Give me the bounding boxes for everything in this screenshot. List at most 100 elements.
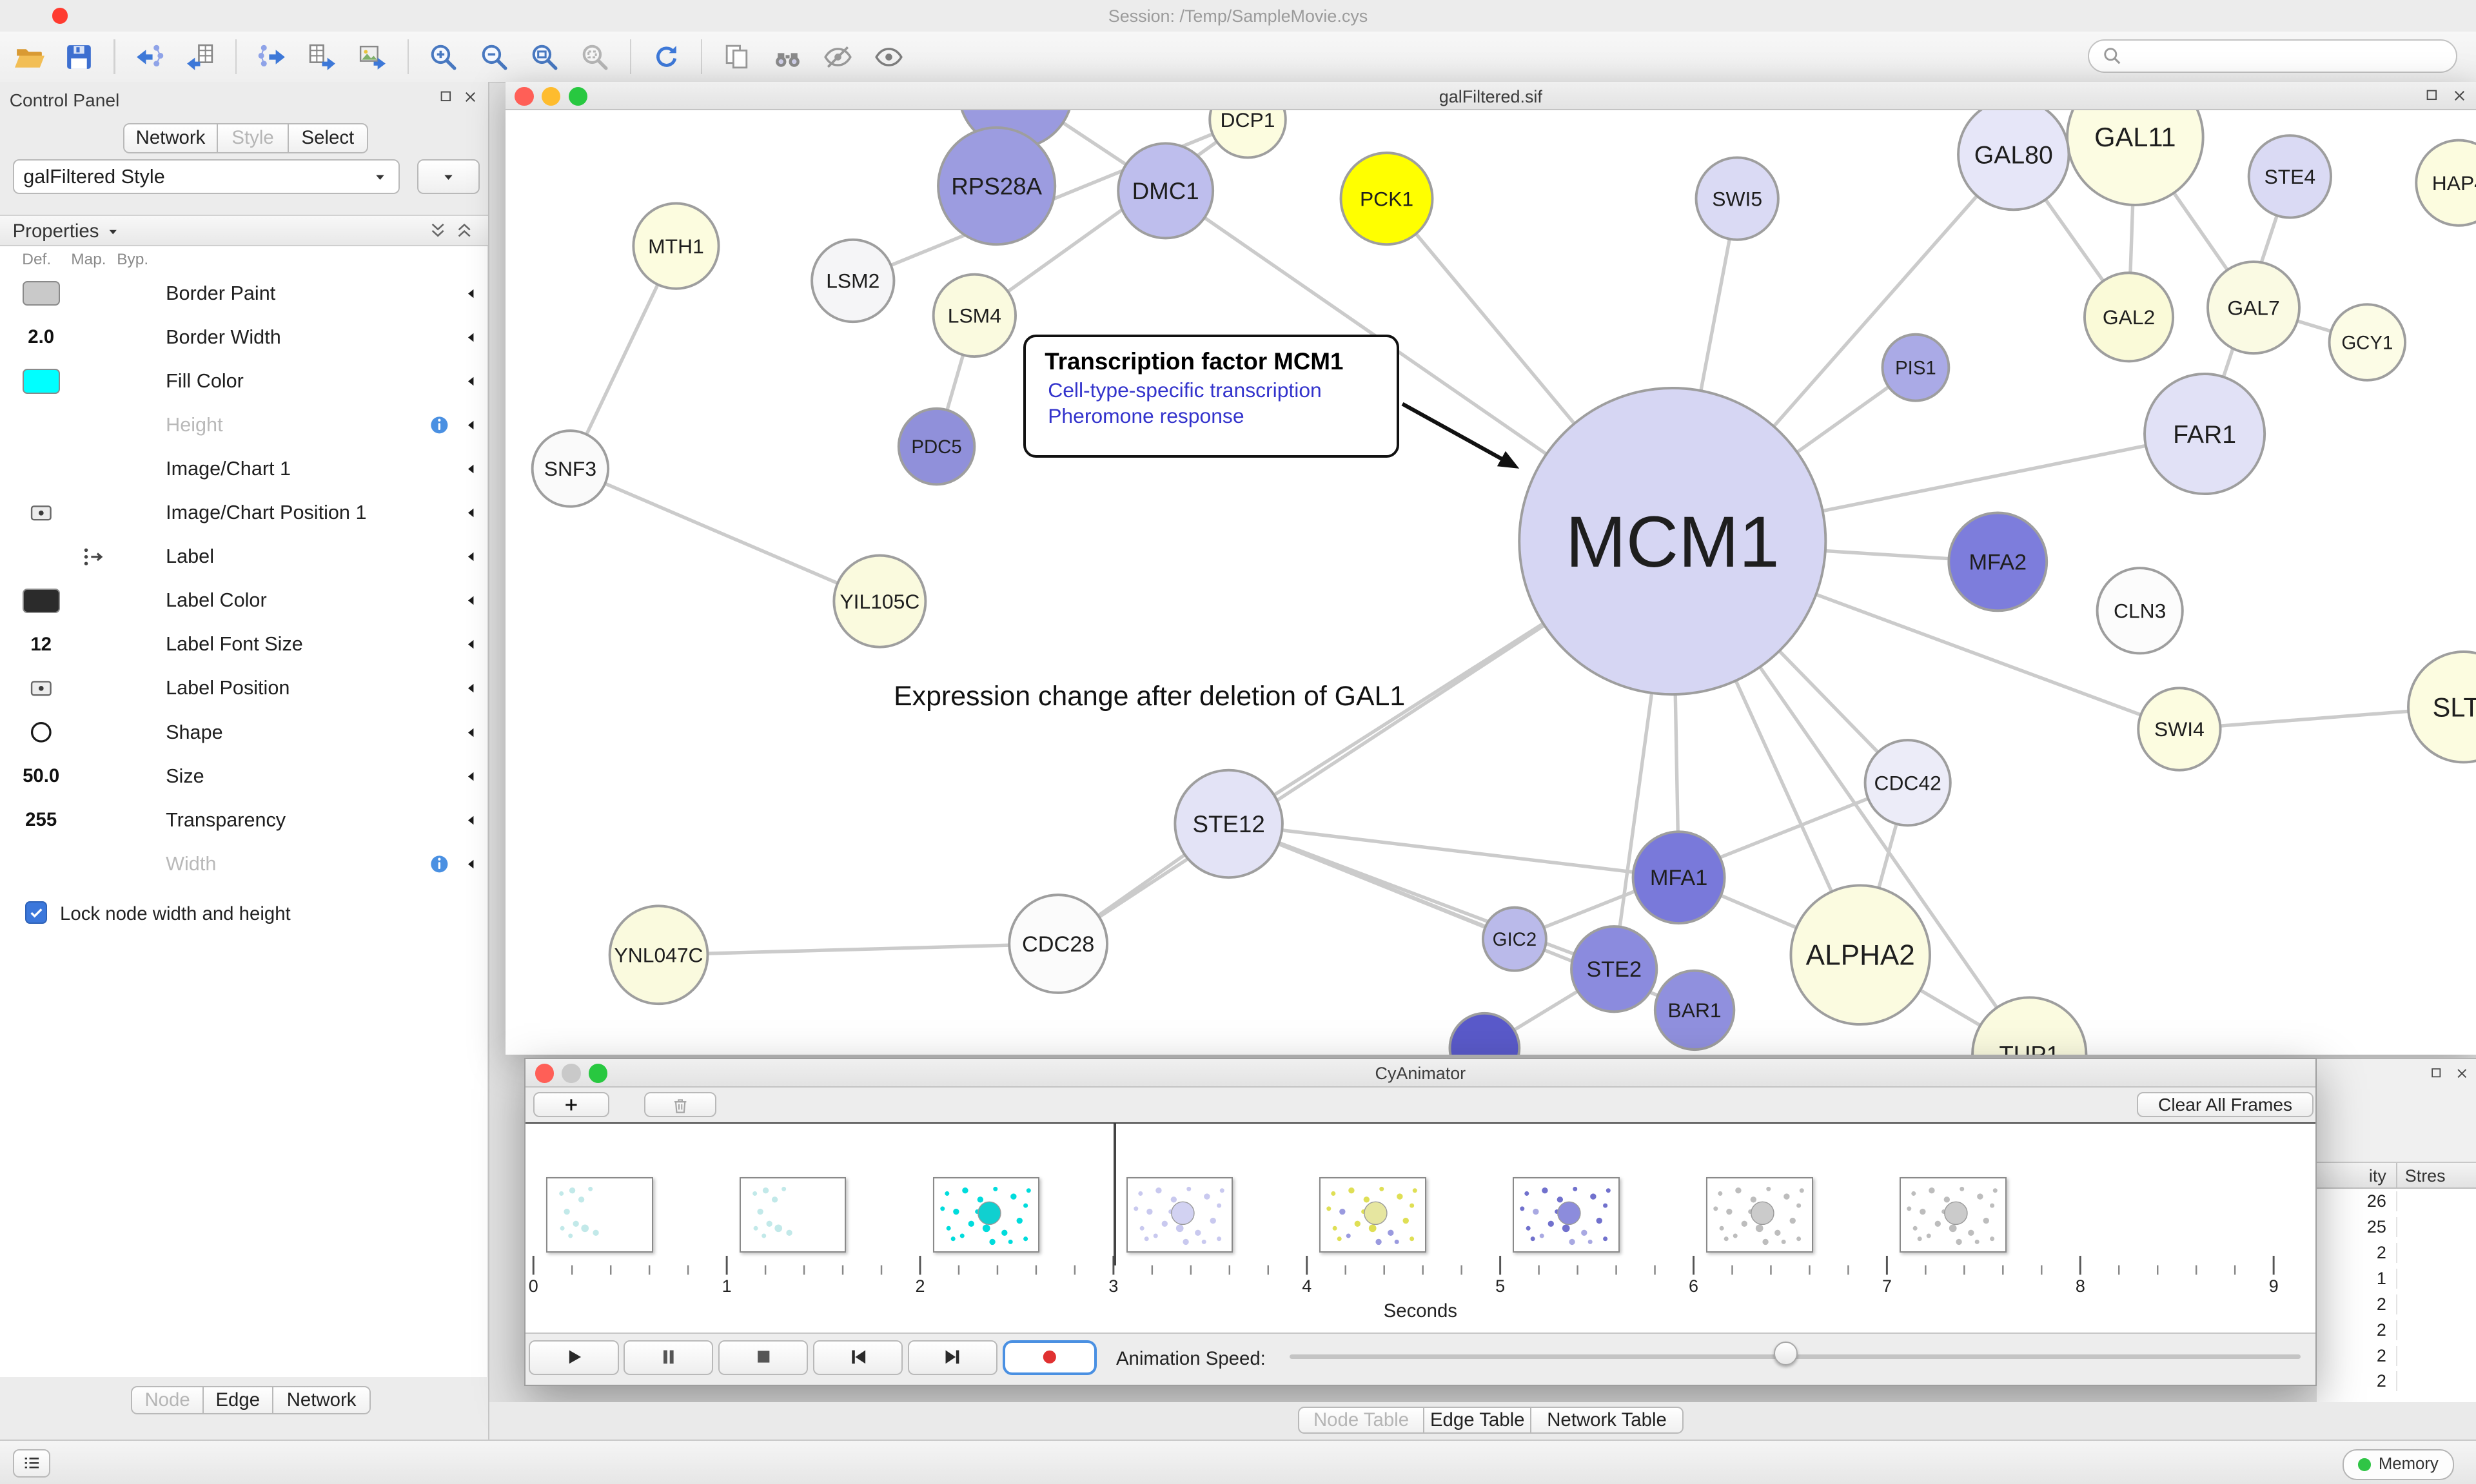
zoom-window-icon[interactable] — [589, 1064, 608, 1083]
float-panel-icon[interactable] — [2429, 1066, 2444, 1081]
map-cell[interactable] — [70, 543, 117, 571]
minimize-window-icon[interactable] — [541, 86, 561, 106]
network-node-cdc28[interactable]: CDC28 — [1007, 893, 1108, 995]
cyanimator-titlebar[interactable]: CyAnimator — [526, 1059, 2315, 1088]
close-window-icon[interactable] — [515, 86, 534, 106]
network-node-gic2[interactable]: GIC2 — [1481, 906, 1548, 973]
tab-select[interactable]: Select — [289, 123, 368, 153]
properties-bar[interactable]: Properties — [0, 215, 489, 247]
close-panel-icon[interactable] — [462, 88, 479, 106]
float-window-icon[interactable] — [2424, 87, 2441, 104]
network-node-cln3[interactable]: CLN3 — [2096, 567, 2184, 655]
network-node-tup1[interactable]: TUP1 — [1970, 996, 2088, 1055]
def-cell[interactable] — [13, 675, 70, 702]
def-cell[interactable] — [13, 719, 70, 746]
add-frame-button[interactable] — [533, 1092, 609, 1118]
skip-forward-button[interactable] — [907, 1340, 998, 1375]
property-row-image-chart-1[interactable]: Image/Chart 1 — [0, 447, 487, 491]
open-session-button[interactable] — [5, 36, 52, 77]
property-row-width[interactable]: Width — [0, 842, 487, 886]
zoom-out-button[interactable] — [471, 36, 518, 77]
tab-network-table[interactable]: Network Table — [1531, 1407, 1684, 1434]
ellipse-icon[interactable] — [28, 719, 55, 746]
expand-row-icon[interactable] — [455, 636, 487, 653]
network-node-mfa2[interactable]: MFA2 — [1947, 511, 2048, 612]
def-cell[interactable]: 12 — [13, 634, 70, 656]
search-input[interactable] — [2131, 43, 2444, 69]
property-row-shape[interactable]: Shape — [0, 710, 487, 754]
frame-thumbnail-5[interactable] — [1319, 1177, 1427, 1253]
table-column-header[interactable]: ity — [2317, 1162, 2397, 1187]
record-button[interactable] — [1002, 1340, 1097, 1375]
network-node-rps28a[interactable]: RPS28A — [936, 126, 1056, 246]
frame-thumbnail-4[interactable] — [1126, 1177, 1233, 1253]
property-row-height[interactable]: Height — [0, 403, 487, 447]
tab-edge-table[interactable]: Edge Table — [1424, 1407, 1532, 1434]
expand-row-icon[interactable] — [455, 416, 487, 434]
tab-network-style[interactable]: Network — [273, 1386, 371, 1415]
playhead[interactable] — [1113, 1123, 1116, 1266]
expand-row-icon[interactable] — [455, 724, 487, 741]
table-row[interactable]: 2 — [2317, 1240, 2476, 1265]
export-image-button[interactable] — [349, 36, 396, 77]
network-node-ste2[interactable]: STE2 — [1569, 925, 1658, 1013]
property-row-fill-color[interactable]: Fill Color — [0, 359, 487, 403]
frame-thumbnail-2[interactable] — [739, 1177, 847, 1253]
style-selector-combo[interactable]: galFiltered Style — [12, 159, 400, 195]
minimize-window-icon[interactable] — [562, 1064, 581, 1083]
skip-back-button[interactable] — [812, 1340, 903, 1375]
network-edge[interactable] — [658, 942, 1058, 957]
speed-slider-handle[interactable] — [1774, 1342, 1798, 1365]
color-swatch[interactable] — [22, 588, 60, 613]
frame-thumbnail-8[interactable] — [1900, 1177, 2007, 1253]
expand-row-icon[interactable] — [455, 855, 487, 873]
memory-button[interactable]: Memory — [2343, 1449, 2454, 1480]
network-node-pck1[interactable]: PCK1 — [1339, 151, 1434, 246]
zoom-in-button[interactable] — [420, 36, 467, 77]
zoom-selected-button[interactable] — [571, 36, 618, 77]
default-value[interactable]: 50.0 — [23, 765, 60, 787]
close-view-icon[interactable] — [2451, 87, 2468, 104]
table-row[interactable]: 1 — [2317, 1265, 2476, 1291]
network-node-lsm4[interactable]: LSM4 — [932, 273, 1017, 358]
network-node-swi4[interactable]: SWI4 — [2136, 687, 2222, 772]
network-node-pis1[interactable]: PIS1 — [1881, 333, 1950, 402]
hide-selected-button[interactable] — [814, 36, 861, 77]
table-row[interactable]: 26 — [2317, 1189, 2476, 1215]
default-value[interactable]: 12 — [30, 633, 52, 655]
network-node-dmc1[interactable]: DMC1 — [1116, 142, 1214, 240]
close-panel-icon[interactable] — [2454, 1066, 2470, 1081]
position-icon[interactable] — [28, 675, 55, 702]
network-node-gcy1[interactable]: GCY1 — [2328, 303, 2406, 382]
def-cell[interactable]: 255 — [13, 809, 70, 831]
network-edge[interactable] — [1228, 822, 1679, 880]
table-row[interactable]: 2 — [2317, 1343, 2476, 1369]
frame-thumbnail-3[interactable] — [932, 1177, 1040, 1253]
table-panel-header[interactable] — [2317, 1059, 2476, 1088]
network-node-gal7[interactable]: GAL7 — [2206, 260, 2301, 355]
expand-row-icon[interactable] — [455, 285, 487, 302]
expand-row-icon[interactable] — [455, 373, 487, 390]
network-node-mcm1[interactable]: MCM1 — [1517, 387, 1827, 696]
close-window-icon[interactable] — [535, 1064, 555, 1083]
table-column-header[interactable]: Stres — [2404, 1166, 2446, 1186]
frame-thumbnail-1[interactable] — [545, 1177, 653, 1253]
table-row[interactable]: 2 — [2317, 1291, 2476, 1317]
table-row[interactable]: 2 — [2317, 1369, 2476, 1394]
network-node-hap4[interactable]: HAP4 — [2414, 139, 2476, 228]
play-button[interactable] — [528, 1340, 619, 1375]
stop-button[interactable] — [718, 1340, 809, 1375]
property-row-label-position[interactable]: Label Position — [0, 667, 487, 710]
position-icon[interactable] — [28, 500, 55, 527]
tab-style[interactable]: Style — [217, 123, 290, 153]
find-button[interactable] — [764, 36, 811, 77]
property-row-image-chart-position-1[interactable]: Image/Chart Position 1 — [0, 491, 487, 535]
control-panel-header[interactable]: Control Panel — [0, 82, 488, 117]
expand-row-icon[interactable] — [455, 768, 487, 785]
property-row-label-color[interactable]: Label Color — [0, 579, 487, 623]
network-node-dcp1[interactable]: DCP1 — [1208, 110, 1287, 159]
search-box[interactable] — [2087, 39, 2457, 73]
zoom-window-icon[interactable] — [568, 86, 587, 106]
color-swatch[interactable] — [22, 369, 60, 394]
